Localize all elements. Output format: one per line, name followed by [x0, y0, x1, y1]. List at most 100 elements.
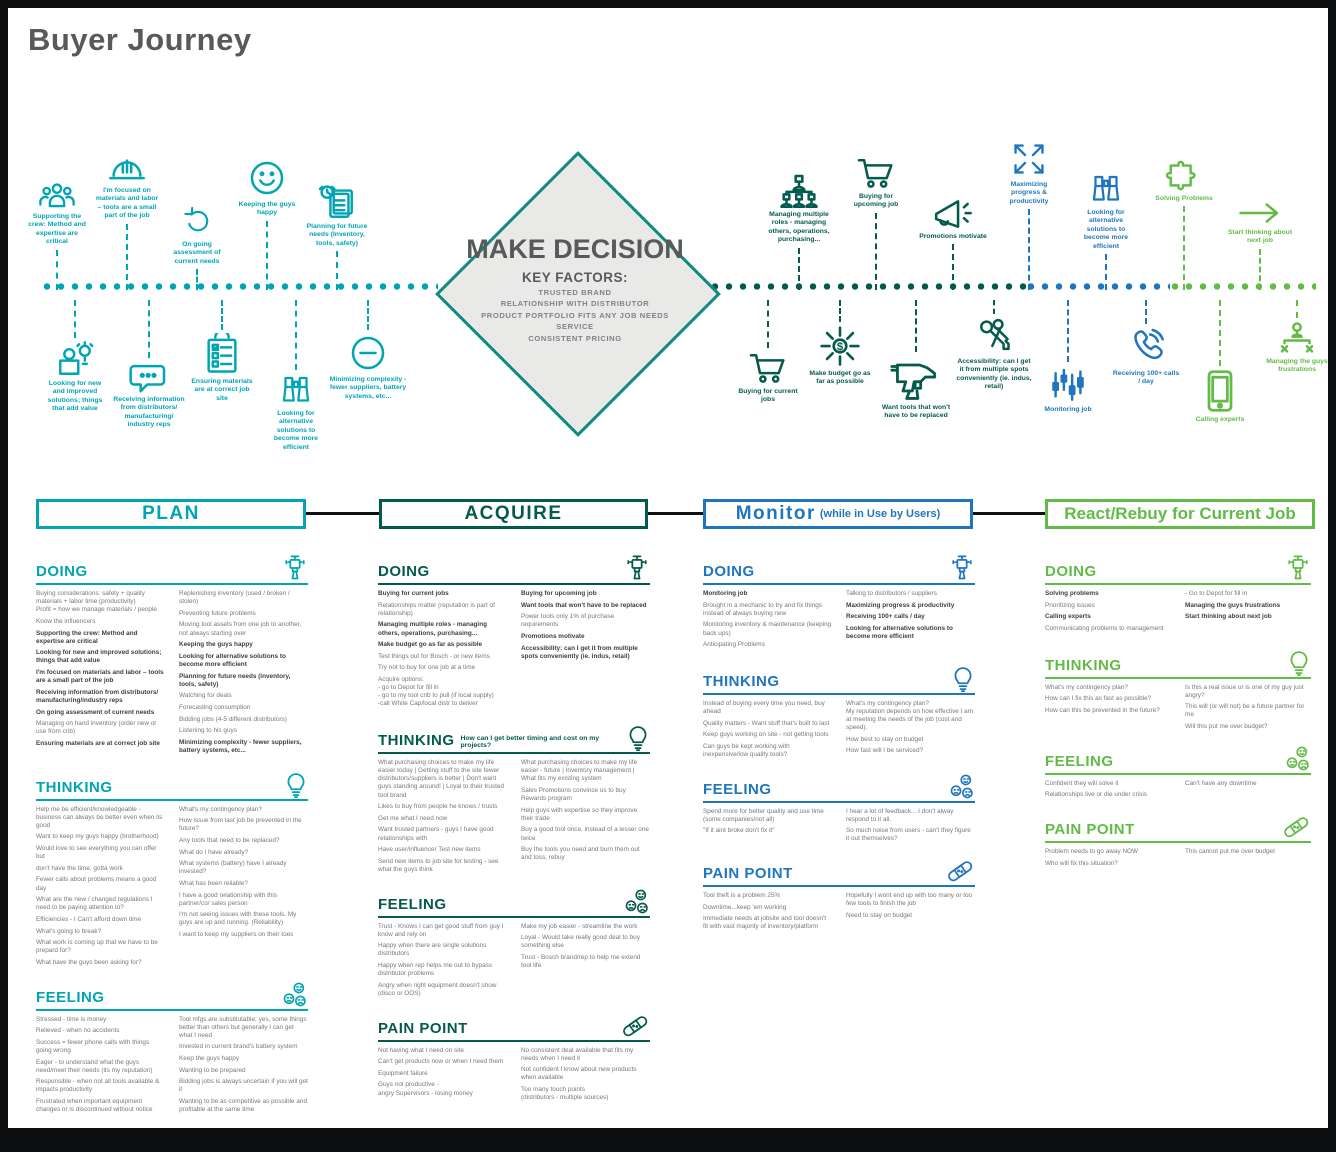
dashed-stem: [952, 244, 954, 290]
section-title: FEELING: [36, 988, 105, 1006]
dashed-stem: [56, 249, 58, 290]
timeline-item: Planning for future needs (Inventory, to…: [304, 184, 370, 290]
decision-factor: RELATIONSHIP WITH DISTRIBUTOR: [500, 299, 650, 309]
section-feeling: FEELING Spend more for better quality an…: [703, 774, 975, 848]
note-item: Who will fix this situation?: [1045, 859, 1118, 867]
puzzle-icon: [1164, 154, 1204, 192]
note-item: No consistent deal available that fits m…: [521, 1046, 634, 1062]
note-item: Immediate needs at jobsite and tool does…: [703, 915, 827, 931]
refresh-icon: [180, 204, 214, 238]
note-item: What purchasing choices to make my life …: [521, 759, 638, 783]
note-item: Fewer calls about problems means a good …: [36, 876, 157, 892]
note-item: Buying for current jobs: [378, 590, 449, 597]
dollar-burst-icon: $: [819, 325, 861, 367]
bandaid-icon: [945, 858, 975, 884]
note-item: Keep guys working on site - not getting …: [703, 731, 829, 739]
note-item: What do I have already?: [179, 848, 249, 856]
note-item: I hear a lot of feedback... I don't alwa…: [846, 807, 954, 823]
timeline-item: Buying for upcoming job: [842, 156, 910, 290]
timeline-label: Looking for alternative solutions to bec…: [1083, 209, 1129, 250]
timeline-dots-acquire: [710, 282, 1026, 291]
section-title: DOING: [1045, 563, 1097, 580]
dashed-stem: [74, 300, 76, 338]
faces-icon: [282, 982, 308, 1008]
lightbulb-icon: [284, 770, 308, 798]
speech-bubble-icon: [129, 361, 169, 393]
timeline-label: Promotions motivate: [919, 233, 987, 240]
note-item: Hopefully I wont end up with too many or…: [846, 892, 973, 908]
note-item: Can't have any downtime: [1185, 779, 1257, 787]
section-title: FEELING: [1045, 752, 1114, 770]
jackhammer-icon: [624, 554, 650, 582]
timeline-label: Start thinking about next job: [1227, 229, 1293, 245]
section-title: THINKING: [36, 778, 113, 796]
note-item: Downtime...keep 'em working: [703, 903, 787, 911]
poster-canvas: Buyer Journey Supporting the crew: Metho…: [8, 8, 1328, 1128]
lightbulb-icon: [626, 723, 650, 751]
section-subtitle: How can I get better timing and cost on …: [460, 735, 600, 749]
note-item: Monitoring job: [703, 590, 748, 597]
note-item: Wanting to be prepared: [179, 1066, 246, 1074]
timeline-label: Keeping the guys happy: [238, 201, 296, 217]
jackhammer-icon: [1285, 554, 1311, 582]
decision-diamond: MAKE DECISION KEY FACTORS: TRUSTED BRAND…: [435, 151, 721, 437]
note-item: Make budget go as far as possible: [378, 641, 483, 649]
note-item: I have a good relationship with this par…: [179, 891, 278, 907]
section-feeling: FEELING Trust - Knows I can get good stu…: [378, 889, 650, 1002]
note-item: What's my contingency plan?: [179, 805, 262, 813]
note-item: Too many touch points (distributors - mu…: [521, 1086, 609, 1102]
note-item: What's my contingency plan?: [1045, 683, 1128, 691]
timeline-dots-monitor: [1026, 282, 1170, 291]
timeline-item: Managing the guys frustrations: [1262, 300, 1328, 375]
dashed-stem: [915, 300, 917, 352]
timeline-item: Ensuring materials are at correct job si…: [188, 300, 256, 403]
phase-header-acquire: ACQUIRE: [379, 499, 648, 529]
note-item: Maximizing progress & productivity: [846, 601, 955, 609]
decision-factor: PRODUCT PORTFOLIO FITS ANY JOB NEEDS: [481, 310, 669, 320]
section-thinking: THINKING Instead of buying every time yo…: [703, 664, 975, 763]
note-item: Get me what I need now: [378, 814, 448, 822]
decision-subtitle: KEY FACTORS:: [521, 269, 629, 285]
note-item: Supporting the crew: Method and expertis…: [36, 629, 138, 645]
note-item: Happy when rep helps me out to bypass di…: [378, 962, 493, 978]
note-item: Problem needs to go away NOW: [1045, 847, 1139, 855]
note-item: Try not to buy for one job at a time: [378, 664, 476, 672]
timeline-label: Ensuring materials are at correct job si…: [191, 378, 253, 402]
expand-arrows-icon: [1010, 140, 1048, 178]
phase-header-react: React/Rebuy for Current Job: [1045, 499, 1315, 529]
faces-icon: [1285, 746, 1311, 772]
note-item: Brought in a mechanic to try and fix thi…: [703, 601, 823, 617]
note-item: Accessibility: can I get it from multipl…: [521, 644, 638, 660]
phase-label: ACQUIRE: [464, 503, 563, 524]
lightbulb-icon: [951, 664, 975, 692]
phase-header-monitor: Monitor (while in Use by Users): [703, 499, 973, 529]
section-pain-point: PAIN POINT Not having what I need on sit…: [378, 1013, 650, 1106]
note-item: Minimizing complexity - fewer suppliers,…: [179, 738, 302, 754]
note-item: Talking to distributors / suppliers: [846, 590, 937, 597]
dashed-stem: [336, 251, 338, 290]
timeline-item: Accessibility: can I get it from multipl…: [956, 300, 1032, 392]
dashed-stem: [1259, 248, 1261, 290]
note-item: How best to stay on budget: [846, 735, 924, 743]
note-item: How fast will I be serviced?: [846, 747, 924, 755]
note-item: What are the new / changed regulations I…: [36, 896, 153, 912]
note-item: How issue from last job be prevented in …: [179, 817, 302, 833]
note-item: Need to stay on budget: [846, 911, 913, 919]
hard-hat-icon: [107, 154, 147, 184]
note-item: This cannot put me over budget: [1185, 847, 1275, 855]
note-item: Solving problems: [1045, 590, 1099, 597]
note-item: Looking for new and improved solutions; …: [36, 649, 162, 665]
timeline-label: Buying for current jobs: [738, 388, 798, 404]
page-title: Buyer Journey: [28, 22, 252, 57]
section-title: PAIN POINT: [703, 865, 793, 882]
timeline-label: Managing the guys frustrations: [1266, 358, 1328, 374]
note-item: Stressed - time is money: [36, 1015, 107, 1023]
note-item: Receiving 100+ calls / day: [846, 613, 925, 621]
note-item: Bidding jobs is always uncertain if you …: [179, 1078, 308, 1094]
note-item: Not confident I know about new products …: [521, 1066, 637, 1082]
timeline-label: Accessibility: can I get it from multipl…: [956, 358, 1032, 391]
